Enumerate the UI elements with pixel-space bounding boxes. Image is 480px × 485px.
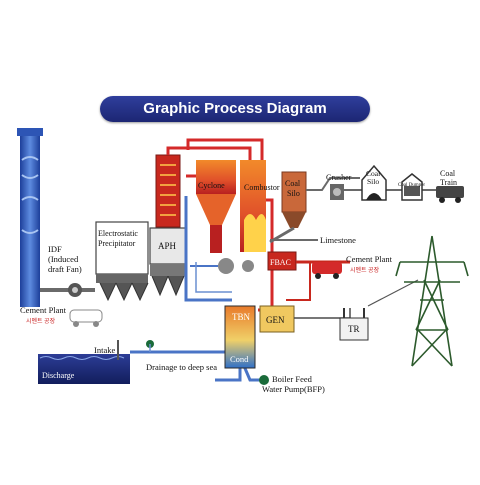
drainage-label: Drainage to deep sea xyxy=(146,362,217,372)
discharge-label: Discharge xyxy=(42,371,75,380)
title-banner: Graphic Process Diagram xyxy=(100,96,370,122)
idf-fan xyxy=(68,283,82,297)
coal-silo-label-line1: Coal xyxy=(366,169,380,178)
transformer xyxy=(339,279,419,341)
text-labels: IDF (Induced draft Fan) Electrostatic Pr… xyxy=(20,169,457,394)
cement-plant-left-korean: 시멘트 공장 xyxy=(26,317,56,325)
water-pipes xyxy=(130,196,262,382)
diagram-title: Graphic Process Diagram xyxy=(143,100,327,117)
cement-truck-left xyxy=(69,309,103,327)
turbine xyxy=(224,305,256,369)
gen-label: GEN xyxy=(266,315,285,325)
intake-label: Intake xyxy=(94,345,115,355)
cement-plant-right-korean: 시멘트 공장 xyxy=(350,266,380,274)
air-preheater xyxy=(149,227,187,297)
idf-label-line2: (Induced xyxy=(48,254,79,264)
coal-train-label-line1: Coal xyxy=(440,169,456,178)
transmission-tower xyxy=(395,235,469,367)
chimney-stack xyxy=(17,128,43,307)
coal-silo-box-label-line2: Silo xyxy=(287,189,300,198)
cond-label: Cond xyxy=(230,354,249,364)
combustor xyxy=(240,160,266,252)
combustor-label: Combustor xyxy=(244,183,280,192)
water-intake-basin xyxy=(38,340,130,384)
coal-train-label-line2: Train xyxy=(440,178,457,187)
esp-label-line1: Electrostatic xyxy=(98,229,138,238)
cement-plant-left-label: Cement Plant xyxy=(20,305,67,315)
return-lines xyxy=(149,262,232,352)
cyclone xyxy=(196,160,236,253)
idf-label-line3: draft Fan) xyxy=(48,264,82,274)
bfp-pump xyxy=(259,375,269,385)
idf-label: IDF xyxy=(48,244,62,254)
limestone-label: Limestone xyxy=(320,235,356,245)
aph-label: APH xyxy=(158,241,177,251)
coal-silo-label-line2: Silo xyxy=(367,177,379,186)
crusher-unit xyxy=(330,184,344,200)
crusher-label: Crusher xyxy=(326,173,352,182)
electrostatic-precipitator xyxy=(95,221,149,302)
tbn-label: TBN xyxy=(232,312,251,322)
coal-silo-building xyxy=(361,164,387,201)
cement-plant-right-label: Cement Plant xyxy=(346,254,393,264)
cyclone-label: Cyclone xyxy=(198,181,225,190)
esp-label-line2: Precipitator xyxy=(98,239,136,248)
coal-dumper-label: Coal Dumper xyxy=(398,183,425,188)
coal-train xyxy=(436,186,464,203)
coal-dumper-building xyxy=(401,173,423,201)
bfp-label-line1: Boiler Feed xyxy=(272,374,313,384)
coal-silo-box-label-line1: Coal xyxy=(285,179,301,188)
fbac-label: FBAC xyxy=(270,258,291,267)
cement-truck-right xyxy=(312,262,342,279)
ash-conveyor xyxy=(190,258,254,274)
bfp-label-line2: Water Pump(BFP) xyxy=(262,384,325,394)
tr-label: TR xyxy=(348,324,360,334)
boiler-convection-pass xyxy=(155,154,181,228)
